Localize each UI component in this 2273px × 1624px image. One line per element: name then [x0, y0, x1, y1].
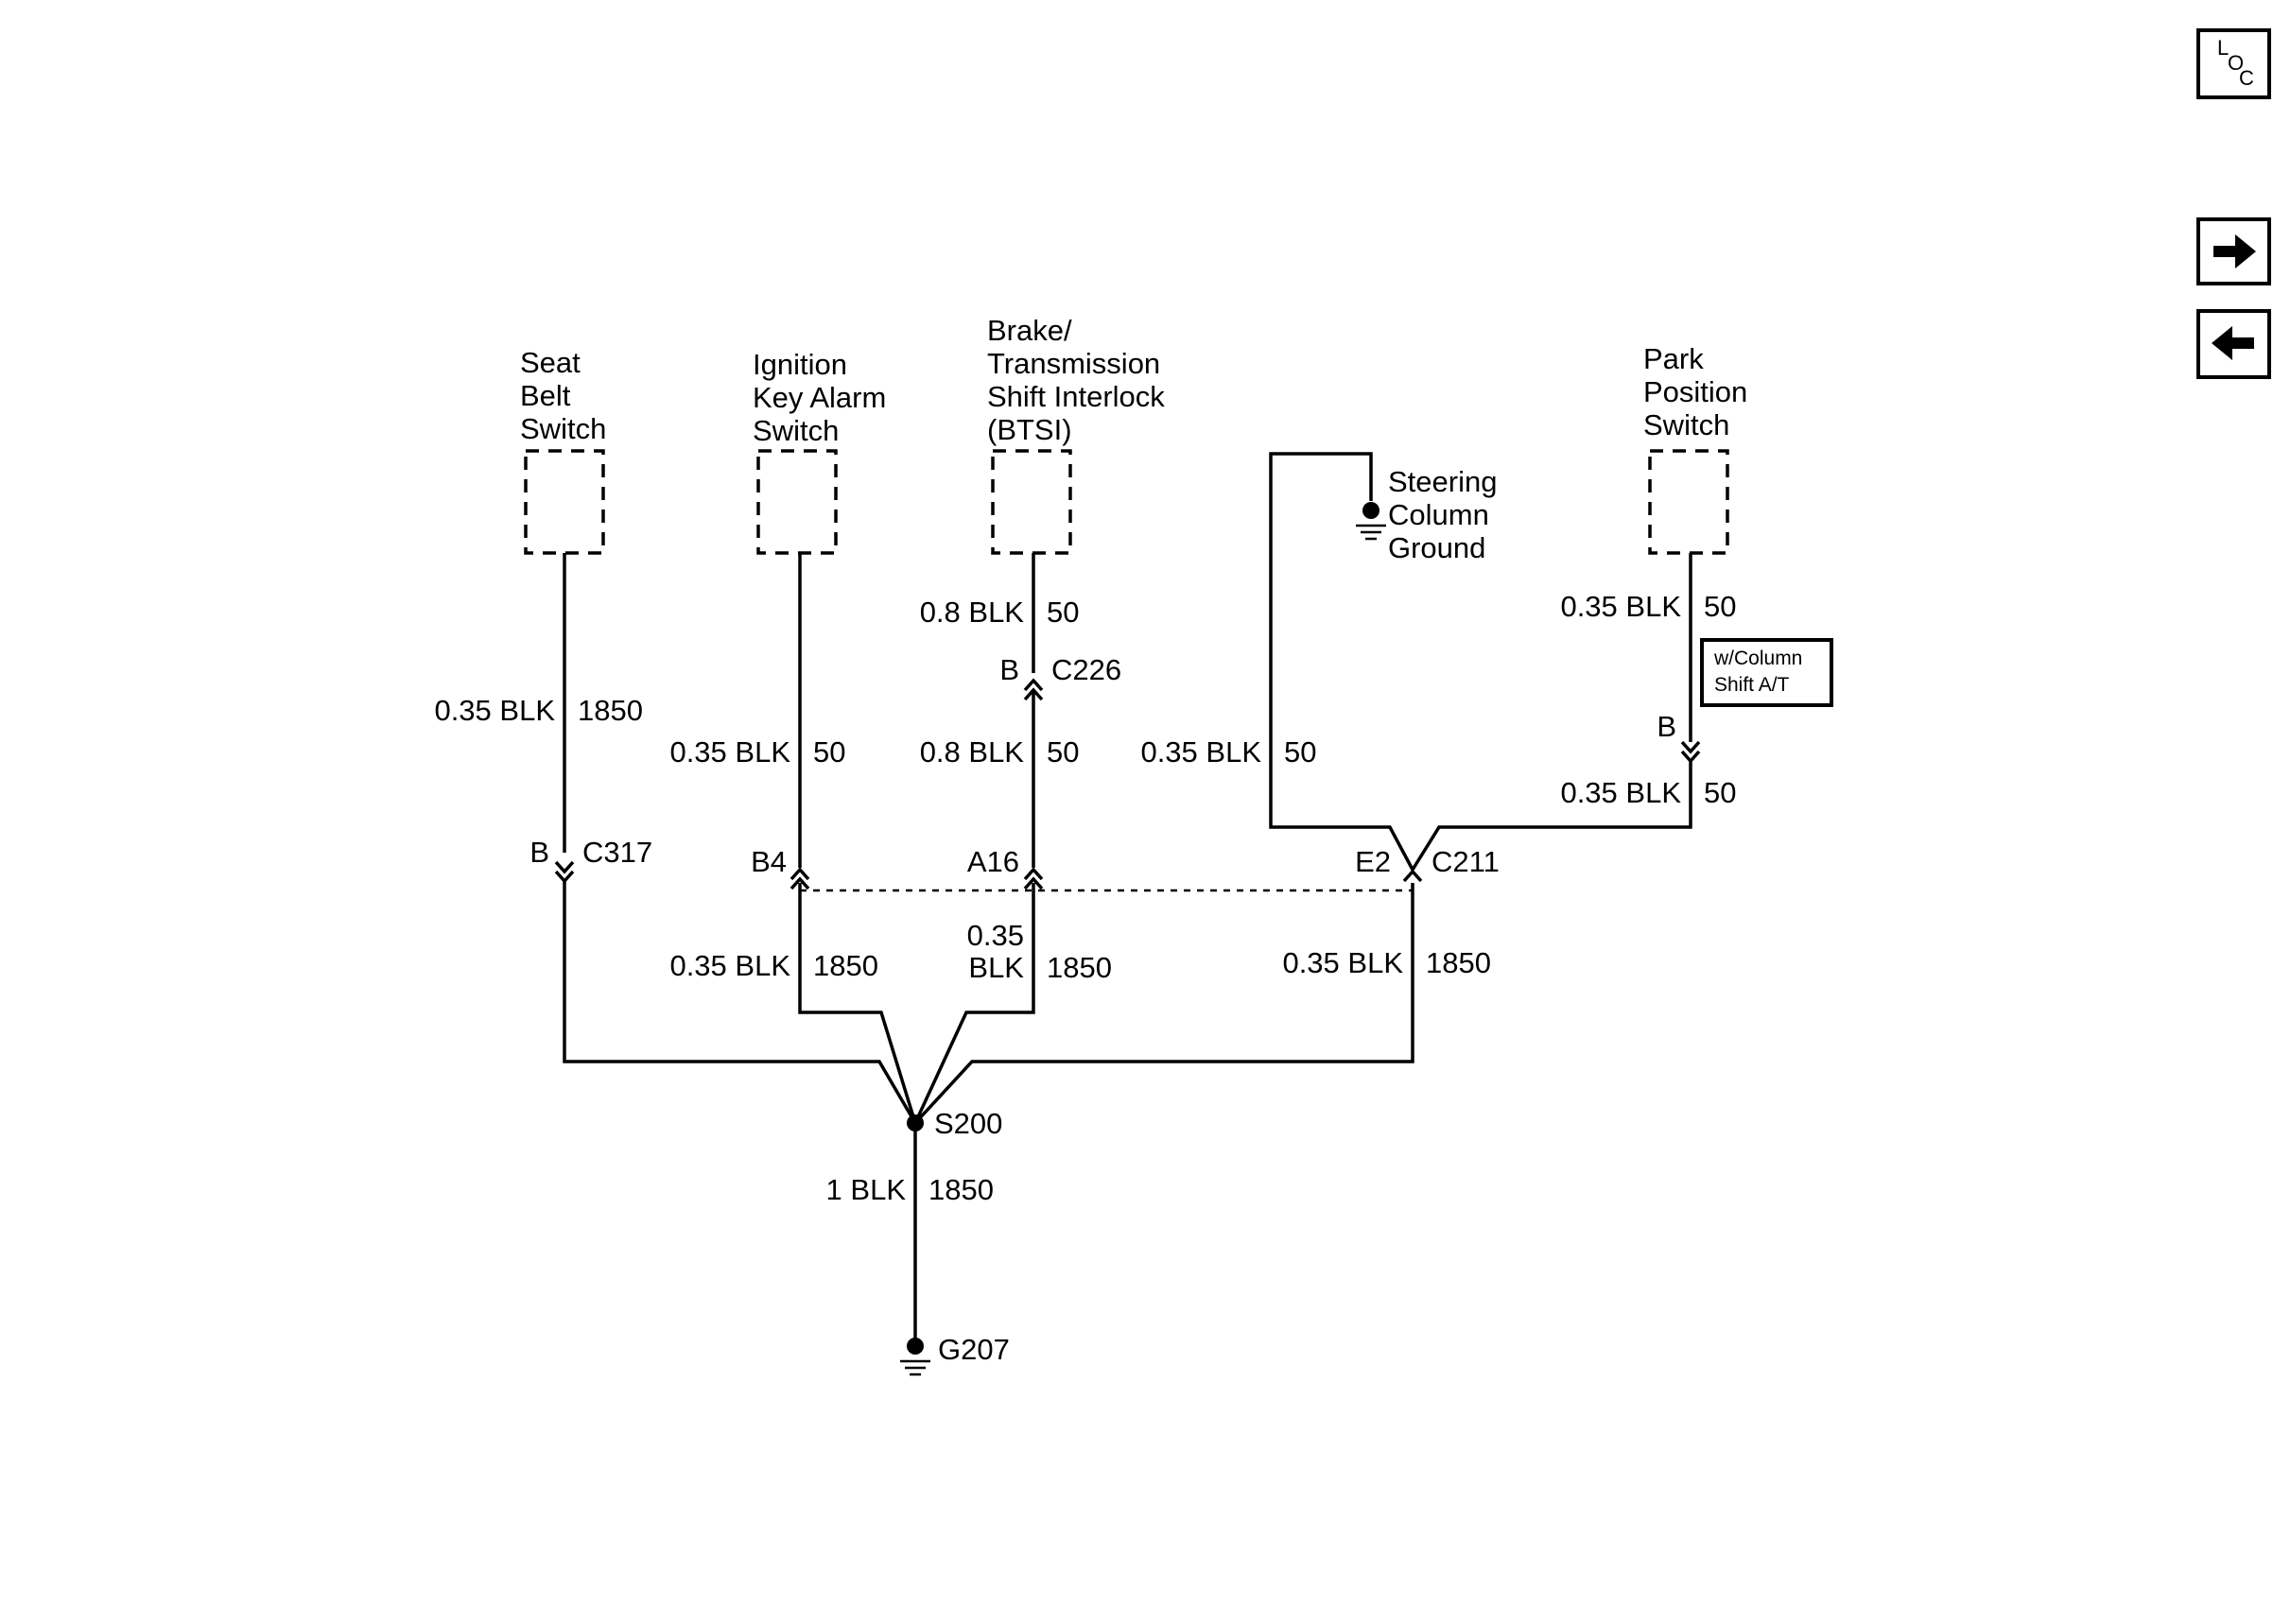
option-box-line1: w/Column	[1713, 648, 1802, 669]
park-inline-pin-label: B	[1657, 710, 1676, 743]
loc-button-letter-l: L	[2217, 36, 2229, 60]
e2-pin-label: E2	[1355, 845, 1391, 878]
b4-pin-label: B4	[751, 845, 787, 878]
btsi-lower-wire-size-line2: BLK	[968, 951, 1024, 984]
option-box-line2: Shift A/T	[1714, 674, 1790, 696]
c226-chevron-icon	[1023, 678, 1044, 701]
ignition-switch-label-line1: Ignition	[753, 348, 847, 381]
steering-ground-label-line3: Ground	[1388, 531, 1485, 564]
btsi-box	[991, 449, 1072, 555]
park-top-wire-size: 0.35 BLK	[1560, 590, 1681, 623]
wire-c211-lower	[913, 883, 1414, 1125]
wire-btsi-lower	[913, 883, 1035, 1124]
wire-steering-ground	[1269, 452, 1414, 871]
c211-lower-wire-size: 0.35 BLK	[1282, 946, 1403, 979]
c317-name-label: C317	[582, 836, 652, 869]
seat-belt-switch-label-line3: Switch	[520, 412, 606, 445]
c211-name-label: C211	[1431, 845, 1500, 878]
steering-upper-circuit: 50	[1284, 735, 1316, 769]
b4-chevron-icon	[789, 867, 810, 890]
seat-belt-upper-wire-size: 0.35 BLK	[434, 694, 555, 727]
btsi-label-line4: (BTSI)	[987, 413, 1072, 446]
steering-ground-label-line2: Column	[1388, 498, 1489, 531]
connector-a16-symbol	[1023, 867, 1044, 890]
splice-s200-label: S200	[934, 1107, 1002, 1140]
loc-button[interactable]: L O C	[2196, 28, 2271, 99]
wires	[563, 452, 1692, 1346]
seat-belt-switch-box	[524, 449, 605, 555]
steering-column-ground-label: Steering Column Ground	[1388, 465, 1497, 564]
steering-upper-wire-size: 0.35 BLK	[1140, 735, 1261, 769]
connector-park-inline-symbol	[1680, 740, 1701, 764]
ignition-lower-circuit: 1850	[813, 949, 878, 982]
btsi-mid-wire-size: 0.8 BLK	[920, 735, 1025, 769]
a16-pin-label: A16	[967, 845, 1019, 878]
btsi-label-line1: Brake/	[987, 314, 1072, 347]
park-switch-label-line3: Switch	[1643, 408, 1729, 441]
c317-chevron-icon	[554, 860, 575, 884]
c226-name-label: C226	[1051, 653, 1121, 686]
ignition-switch-label-line2: Key Alarm	[753, 381, 886, 414]
wire-ignition-lower	[798, 883, 917, 1124]
option-box-column-shift: w/Column Shift A/T	[1700, 638, 1833, 707]
connector-b4-symbol	[789, 867, 810, 890]
e2-chevron-icon	[1402, 869, 1423, 883]
ground-g207-icon	[900, 1338, 930, 1376]
next-button[interactable]	[2196, 217, 2271, 285]
btsi-top-circuit: 50	[1047, 596, 1079, 629]
wire-park-mid	[1411, 759, 1692, 871]
park-position-switch-label: Park Position Switch	[1643, 342, 1747, 441]
ignition-key-alarm-switch-label: Ignition Key Alarm Switch	[753, 348, 886, 447]
loc-button-letter-o: O	[2228, 51, 2244, 75]
ignition-lower-wire-size: 0.35 BLK	[669, 949, 790, 982]
ignition-upper-circuit: 50	[813, 735, 845, 769]
c317-pin-label: B	[529, 836, 549, 869]
park-switch-box	[1648, 449, 1729, 555]
btsi-label-line3: Shift Interlock	[987, 380, 1165, 413]
a16-chevron-icon	[1023, 867, 1044, 890]
park-switch-label-line2: Position	[1643, 375, 1747, 408]
main-ground-circuit: 1850	[928, 1173, 994, 1206]
connector-c226-symbol	[1023, 678, 1044, 701]
ignition-switch-label-line3: Switch	[753, 414, 839, 447]
connector-c317-symbol	[554, 860, 575, 884]
arrow-left-icon	[2212, 326, 2254, 360]
park-top-circuit: 50	[1704, 590, 1736, 623]
arrow-right-icon	[2213, 234, 2256, 268]
park-chevron-icon	[1680, 740, 1701, 764]
btsi-label: Brake/ Transmission Shift Interlock (BTS…	[987, 314, 1165, 446]
loc-button-letter-c: C	[2239, 66, 2254, 90]
connector-e2-symbol	[1402, 869, 1423, 883]
btsi-mid-circuit: 50	[1047, 735, 1079, 769]
seat-belt-switch-label: Seat Belt Switch	[520, 346, 606, 445]
previous-button[interactable]	[2196, 309, 2271, 379]
seat-belt-upper-circuit: 1850	[578, 694, 643, 727]
btsi-lower-circuit: 1850	[1047, 951, 1112, 984]
steering-ground-label-line1: Steering	[1388, 465, 1497, 498]
seat-belt-switch-label-line1: Seat	[520, 346, 581, 379]
park-switch-label-line1: Park	[1643, 342, 1704, 375]
ignition-upper-wire-size: 0.35 BLK	[669, 735, 790, 769]
wire-seat-belt-lower	[563, 881, 917, 1124]
btsi-lower-wire-size-line1: 0.35	[967, 919, 1024, 952]
c211-lower-circuit: 1850	[1426, 946, 1491, 979]
steering-column-ground-icon	[1356, 502, 1386, 541]
park-mid-circuit: 50	[1704, 776, 1736, 809]
main-ground-wire-size: 1 BLK	[826, 1173, 907, 1206]
splice-s200-dot	[907, 1114, 924, 1132]
park-mid-wire-size: 0.35 BLK	[1560, 776, 1681, 809]
btsi-label-line2: Transmission	[987, 347, 1160, 380]
ignition-switch-box	[756, 449, 838, 555]
c226-pin-label: B	[999, 653, 1019, 686]
btsi-top-wire-size: 0.8 BLK	[920, 596, 1025, 629]
seat-belt-switch-label-line2: Belt	[520, 379, 571, 412]
ground-g207-label: G207	[938, 1333, 1010, 1366]
